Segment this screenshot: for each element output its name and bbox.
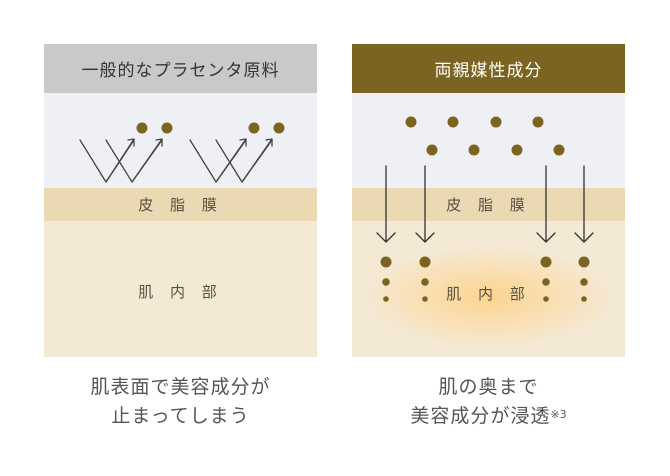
down-arrow-icon	[574, 165, 594, 243]
down-arrow-icon	[415, 165, 435, 243]
panel-amphiphilic: 両親媒性成分 皮 脂 膜 肌 内 部	[352, 44, 625, 357]
bounce-arrow-icon	[215, 138, 273, 183]
ingredient-dot	[426, 144, 438, 156]
bounce-arrow-icon	[105, 138, 163, 183]
sebum-membrane-label: 皮 脂 膜	[352, 188, 625, 221]
ingredient-dot	[421, 278, 429, 286]
penetration-diagram	[376, 116, 594, 302]
ingredient-dot	[511, 144, 523, 156]
sebum-membrane-label: 皮 脂 膜	[44, 188, 317, 221]
caption-line: 肌表面で美容成分が	[90, 376, 271, 398]
skin-inner-label: 肌 内 部	[446, 285, 531, 303]
down-arrow-icon	[376, 165, 396, 243]
ingredient-dot	[161, 122, 173, 134]
caption-line: 止まってしまう	[111, 405, 250, 427]
ingredient-dot	[422, 296, 428, 302]
footnote-mark: ※3	[550, 408, 567, 421]
ingredient-dot	[248, 122, 260, 134]
caption-amphiphilic: 肌の奥まで 美容成分が浸透※3	[352, 373, 625, 431]
ingredient-dot	[383, 296, 389, 302]
ingredient-dot	[532, 116, 544, 128]
ingredient-dot	[553, 144, 565, 156]
skin-inner-zone: 肌 内 部	[352, 221, 625, 357]
skin-inner-zone: 肌 内 部	[44, 221, 317, 357]
ingredient-dot	[136, 122, 148, 134]
ingredient-dot	[382, 278, 390, 286]
skin-inner-label: 肌 内 部	[138, 283, 223, 301]
down-arrow-icon	[536, 165, 556, 243]
ingredient-dot	[490, 116, 502, 128]
caption-general: 肌表面で美容成分が 止まってしまう	[44, 373, 317, 431]
ingredient-dot	[540, 256, 552, 268]
caption-line: 美容成分が浸透※3	[352, 402, 625, 431]
ingredient-dot	[542, 278, 550, 286]
ingredient-dot	[405, 116, 417, 128]
bounce-diagram	[79, 122, 285, 183]
ingredient-dot	[580, 278, 588, 286]
bounce-arrow-icon	[79, 138, 135, 183]
penetration-glow	[368, 249, 609, 345]
caption-text: 美容成分が浸透	[410, 405, 551, 427]
panel-header-general: 一般的なプラセンタ原料	[44, 44, 317, 93]
ingredient-dot	[273, 122, 285, 134]
caption-line: 肌の奥まで	[438, 376, 539, 398]
ingredient-dot	[581, 296, 587, 302]
ingredient-dot	[543, 296, 549, 302]
panel-header-amphiphilic: 両親媒性成分	[352, 44, 625, 93]
skin-surface-zone	[352, 93, 625, 188]
ingredient-dot	[578, 256, 590, 268]
ingredient-dot	[419, 256, 431, 268]
ingredient-dot	[447, 116, 459, 128]
ingredient-dot	[468, 144, 480, 156]
ingredient-dot	[380, 256, 392, 268]
bounce-arrow-icon	[189, 138, 247, 183]
panel-general-placenta: 一般的なプラセンタ原料 皮 脂 膜 肌 内 部	[44, 44, 317, 357]
